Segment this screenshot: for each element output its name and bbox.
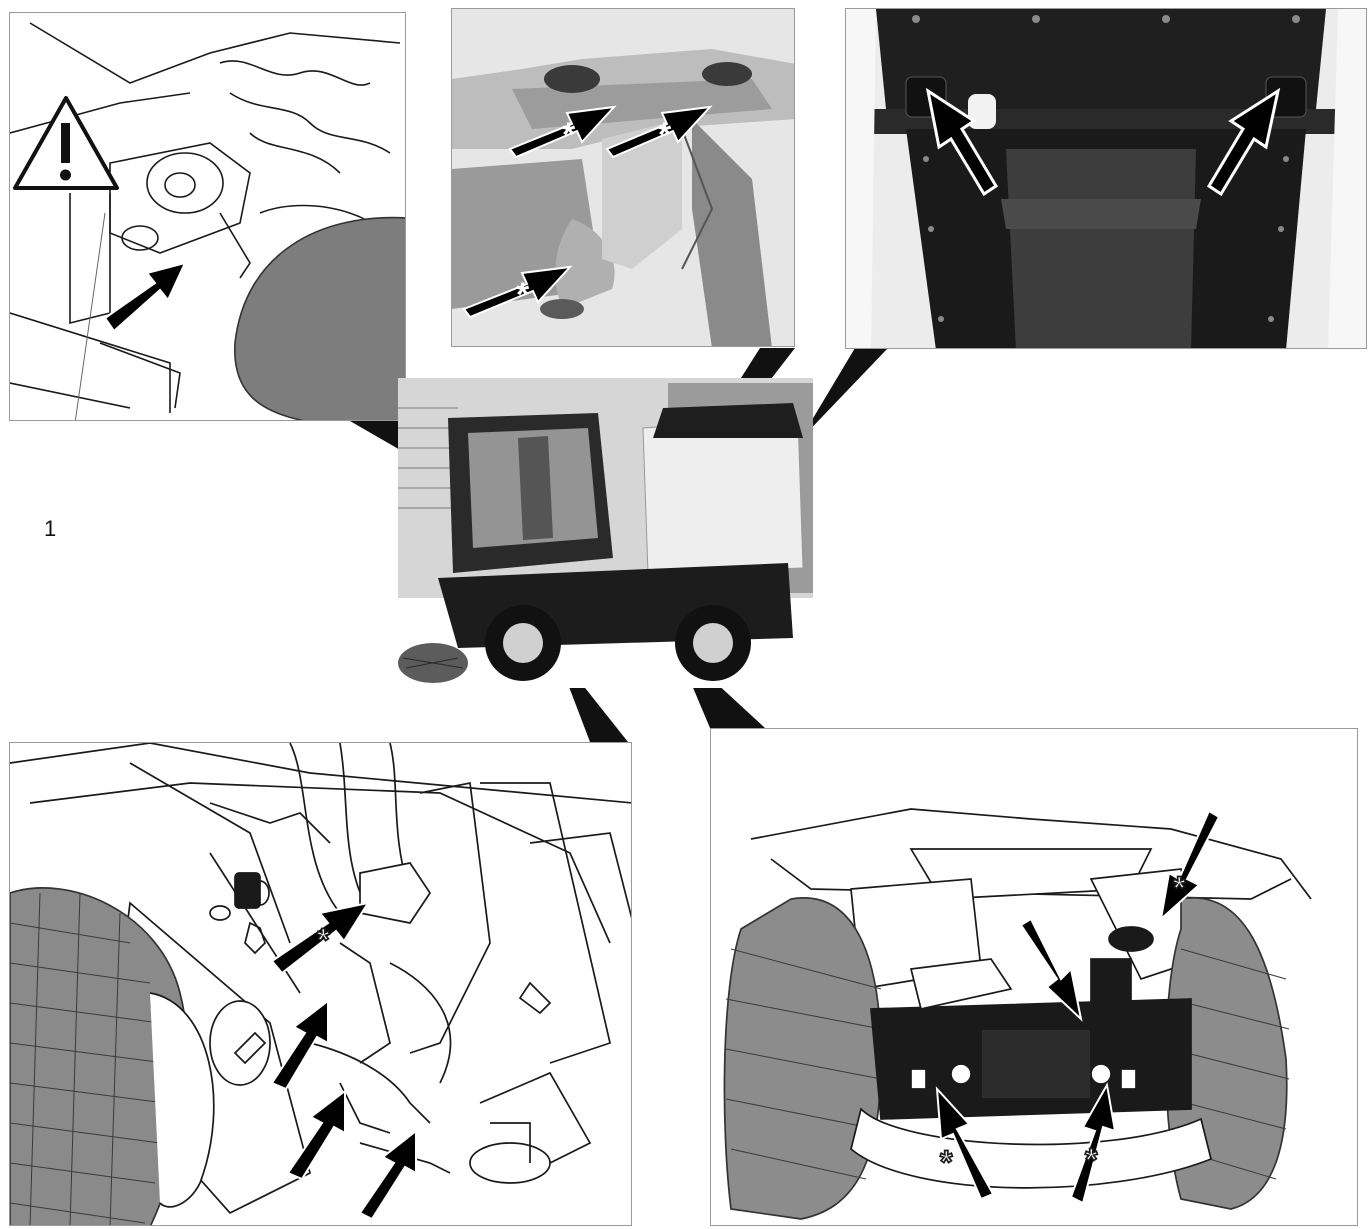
svg-text:*: *	[940, 1144, 953, 1180]
arrow-icon	[935, 809, 1221, 1205]
warning-triangle-icon	[13, 96, 119, 190]
svg-text:*: *	[516, 276, 530, 314]
sweeper-vehicle-photo	[398, 378, 813, 688]
panel-belt-tension	[9, 12, 406, 421]
panel-front-axle-linkage: *	[9, 742, 632, 1226]
callout-label-1: 1	[44, 516, 57, 541]
panel-brush-pivot-points: * * *	[451, 8, 795, 347]
svg-text:*: *	[658, 116, 672, 154]
asterisk-marker-icon: * * *	[939, 869, 1187, 1181]
arrow-icon	[103, 261, 187, 333]
asterisk-marker-icon: *	[316, 921, 331, 959]
panel-hopper-hinges	[845, 8, 1367, 349]
svg-text:*: *	[317, 922, 330, 958]
panel-rear-axle-joints: * * *	[710, 728, 1358, 1226]
arrow-icon	[925, 87, 1281, 197]
svg-text:*: *	[562, 116, 576, 154]
svg-text:*: *	[1173, 870, 1186, 906]
arrow-icon	[270, 901, 417, 1221]
arrow-icon	[462, 105, 713, 319]
asterisk-marker-icon: * * *	[516, 116, 672, 314]
svg-text:*: *	[1085, 1142, 1098, 1178]
wedge-hopper-hinges	[800, 348, 888, 440]
